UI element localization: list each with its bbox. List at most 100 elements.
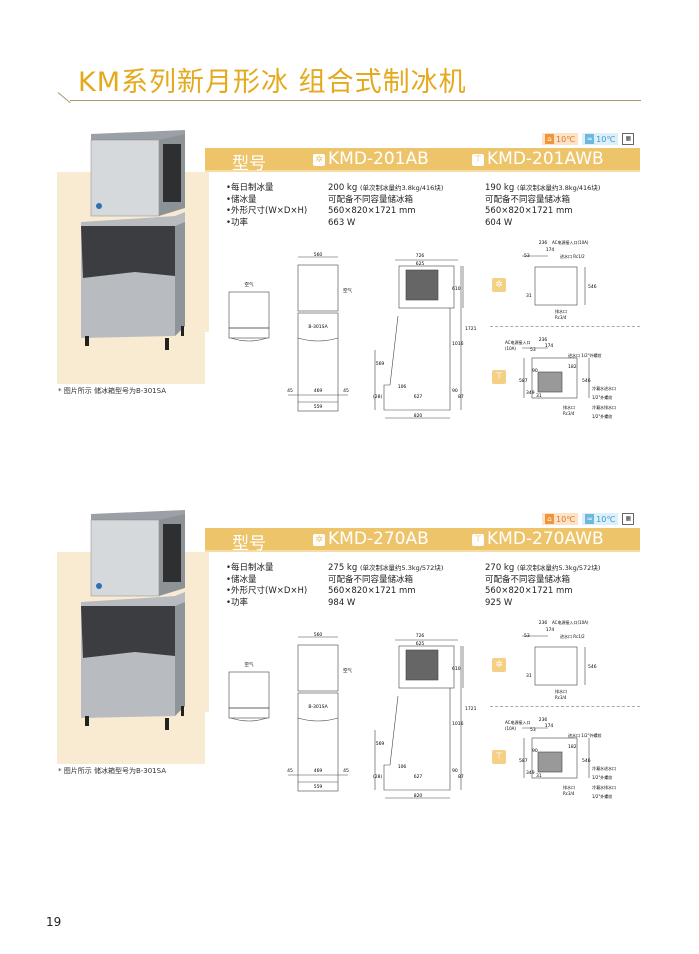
dimension-label: 空气 (343, 287, 352, 294)
dimension-label: 1016 (452, 341, 464, 347)
dimension-label: 236 (539, 717, 548, 723)
dimension-label: 1016 (452, 721, 464, 727)
model-name-air: KMD-201AB (328, 149, 429, 169)
spec-values: 200 kg (单次制冰量约3.8kg/416块) 可配备不同容量储冰箱 560… (328, 183, 443, 229)
dimension-label: 349 (526, 390, 535, 396)
daily-output: 190 kg (485, 183, 515, 193)
dimension-label: 610 (452, 666, 461, 672)
spec-labels: •每日制冰量 •储冰量 •外形尺寸(W×D×H) •功率 (226, 563, 307, 609)
model-header-bar: 型号 ✲ KMD-270AB ⊤ KMD-270AWB (205, 528, 640, 554)
page-title: KM系列新月形冰 组合式制冰机 (78, 67, 467, 98)
dimension-label: 627 (414, 394, 423, 400)
condition-badges: ⌂10℃ ≈10℃ ▦ (542, 512, 635, 526)
daily-output: 200 kg (328, 183, 358, 193)
dimension-label: 587 (519, 758, 528, 764)
label-power: •功率 (226, 597, 249, 608)
dimension-label: 236 (539, 337, 548, 343)
dimension-label: 53 (524, 633, 530, 639)
dimension-label: 820 (414, 793, 423, 799)
dimension-label: 进水口 Rc1/2 (560, 253, 585, 259)
dimension-label: AC电源接入口 (505, 339, 530, 345)
divider (490, 326, 640, 327)
daily-output-note: (单次制冰量约5.3kg/572块) (359, 564, 444, 572)
dimension-label: 45 (343, 768, 349, 774)
label-size: •外形尺寸(W×D×H) (226, 206, 308, 216)
water-temp: 10℃ (596, 514, 616, 524)
air-cooled-fan-icon: ✲ (492, 658, 506, 672)
dimensions: 560×820×1721 mm (328, 586, 416, 596)
dimension-label: 排水口 (563, 784, 575, 790)
photo-caption: * 图片所示 储冰箱型号为B-301SA (58, 387, 167, 395)
dimension-label: 182 (568, 364, 577, 370)
dimension-label: 冷凝水进水口 (592, 385, 616, 391)
dimensions: 560×820×1721 mm (485, 206, 573, 216)
label-daily: •每日制冰量 (226, 563, 274, 573)
dimension-label: 45 (343, 388, 349, 394)
dimension-label: 进水口 1/2"外螺纹 (568, 732, 602, 738)
fan-icon: ✲ (313, 534, 325, 546)
dimension-label: 174 (546, 247, 555, 253)
dimension-label: 90 (532, 368, 538, 374)
water-temp-badge: ≈10℃ (582, 513, 619, 525)
dimension-label: 冷凝水进水口 (592, 765, 616, 771)
storage: 可配备不同容量储冰箱 (485, 194, 571, 205)
dimension-label: 1/2"外螺纹 (592, 413, 612, 419)
water-icon: ≈ (585, 514, 595, 524)
spec-values: 270 kg (单次制冰量约5.3kg/572块) 可配备不同容量储冰箱 560… (485, 563, 600, 609)
dimension-label: 31 (526, 293, 532, 299)
dimension-label: 进水口 Rc1/2 (560, 633, 585, 639)
title-underline (70, 100, 641, 101)
dimension-label: 546 (582, 758, 591, 764)
dimension-label: 90 (452, 768, 458, 774)
dimension-label: 546 (582, 378, 591, 384)
photo-background-strip (205, 172, 209, 332)
dimension-label: 236 (539, 620, 548, 626)
ambient-temp: 10℃ (556, 514, 576, 524)
faucet-icon: ⊤ (472, 154, 484, 166)
dimension-label: 546 (588, 284, 597, 290)
dimension-label: 625 (416, 641, 425, 647)
dimension-label: (10A) (505, 726, 516, 731)
ambient-temp-badge: ⌂10℃ (542, 133, 579, 145)
dimension-label: 空气 (343, 667, 352, 674)
dimension-label: 90 (452, 388, 458, 394)
dimension-label: 87 (458, 774, 464, 780)
dimension-label: (28) (373, 394, 382, 400)
page-number: 19 (46, 915, 62, 929)
label-daily: •每日制冰量 (226, 183, 274, 193)
product-section-kmd-270: * 图片所示 储冰箱型号为B-301SA ⌂10℃ ≈10℃ ▦ 型号 ✲ KM… (0, 500, 699, 880)
dimension-label: 174 (546, 627, 555, 633)
dimension-label: 726 (416, 253, 425, 259)
dimension-label: 106 (398, 764, 407, 770)
dimension-label: B-301SA (308, 704, 328, 710)
dimension-label: Rc3/4 (555, 315, 567, 320)
dimension-label: 174 (545, 723, 554, 729)
daily-output: 270 kg (485, 563, 515, 573)
fan-icon: ✲ (313, 154, 325, 166)
dimension-label: 469 (314, 768, 323, 774)
label-storage: •储冰量 (226, 194, 257, 205)
label-storage: •储冰量 (226, 574, 257, 585)
dimension-label: AC电源接入口(10A) (552, 239, 589, 245)
dimension-label: 排水口 (555, 308, 567, 314)
grid-icon: ▦ (622, 133, 635, 145)
dimension-label: 冷凝水排水口 (592, 404, 616, 410)
dimension-label: 1/2"外螺纹 (592, 394, 612, 400)
photo-caption: * 图片所示 储冰箱型号为B-301SA (58, 767, 167, 775)
dimension-label: Rc3/4 (555, 695, 567, 700)
model-name-water: KMD-201AWB (487, 149, 604, 169)
daily-output-note: (单次制冰量约3.8kg/416块) (516, 184, 601, 192)
spec-values: 190 kg (单次制冰量约3.8kg/416块) 可配备不同容量储冰箱 560… (485, 183, 600, 229)
dimension-label: 559 (314, 784, 323, 790)
dimension-label: 1/2"外螺纹 (592, 774, 612, 780)
dimension-label: 进水口 1/2"外螺纹 (568, 352, 602, 358)
dimension-label: 排水口 (555, 688, 567, 694)
dimension-label: 1721 (465, 706, 477, 712)
water-icon: ≈ (585, 134, 595, 144)
dimension-label: AC电源接入口 (505, 719, 530, 725)
dimension-label: 560 (314, 252, 323, 258)
dimension-label: 559 (314, 404, 323, 410)
dimension-label: 53 (524, 253, 530, 259)
